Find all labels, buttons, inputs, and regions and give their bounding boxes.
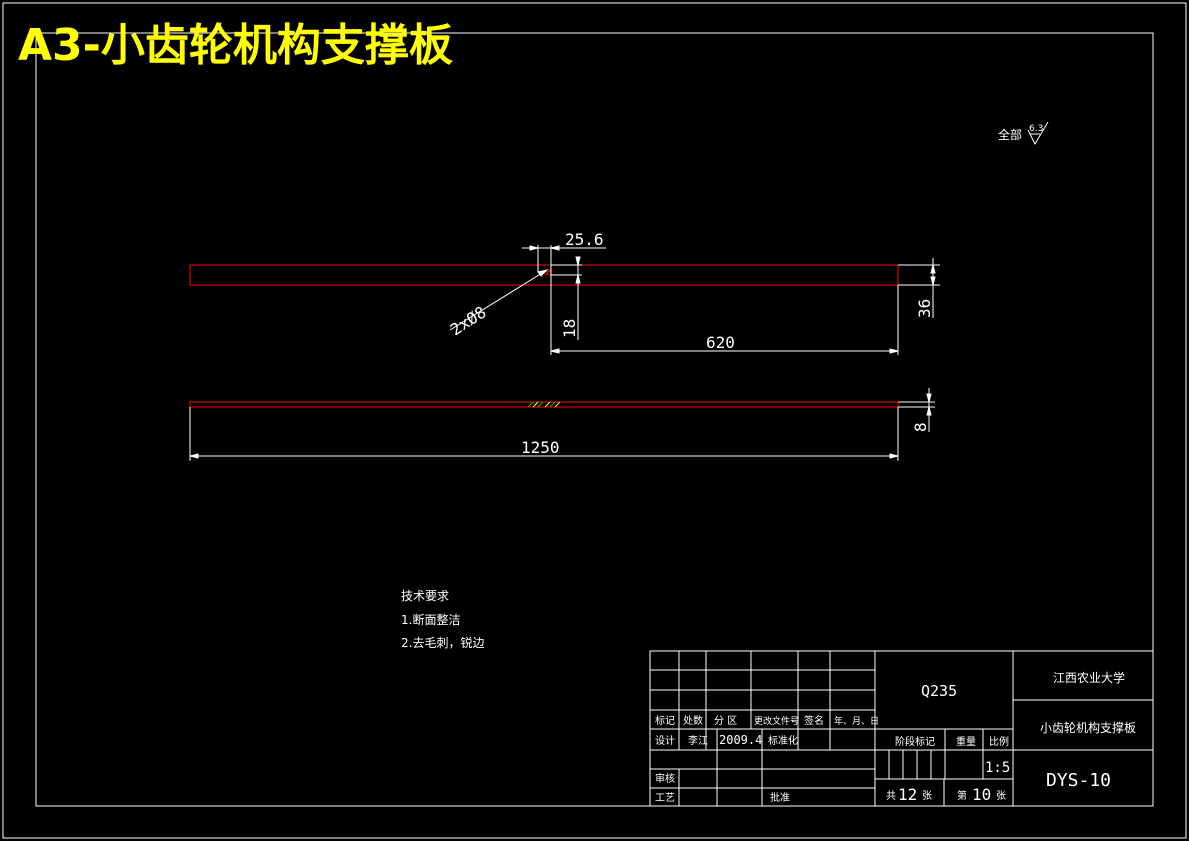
dimension-1250 — [189, 407, 899, 461]
front-view — [189, 264, 899, 286]
dim-36-text: 36 — [915, 299, 934, 318]
tb-approve-label: 批准 — [770, 791, 790, 804]
tech-req-item-1: 1.断面整洁 — [401, 612, 460, 627]
plate-outline-front — [189, 264, 899, 286]
tb-scale-value: 1:5 — [985, 760, 1010, 776]
tb-school: 江西农业大学 — [1053, 670, 1125, 685]
tb-designer: 李江 — [688, 734, 708, 747]
tb-sheet-prefix: 第 — [957, 789, 967, 802]
tb-standardize-label: 标准化 — [768, 734, 798, 747]
tech-req-heading: 技术要求 — [401, 589, 449, 603]
drawing-title: A3-小齿轮机构支撑板 — [18, 20, 453, 71]
tb-process-label: 工艺 — [655, 792, 675, 804]
technical-requirements: 技术要求 1.断面整洁 2.去毛刺，锐边 — [401, 589, 484, 650]
plate-outline-top — [189, 401, 899, 408]
tb-review-label: 审核 — [655, 772, 675, 785]
title-block — [649, 650, 1154, 807]
dim-620-text: 620 — [706, 333, 735, 352]
dim-hole-text: 2xØ8 — [447, 302, 490, 339]
dimension-25-6 — [522, 245, 606, 272]
tb-drawing-no: DYS-10 — [1046, 770, 1111, 791]
dimension-8 — [898, 388, 935, 432]
tb-material: Q235 — [921, 682, 957, 700]
tb-sheet-suffix: 张 — [996, 790, 1006, 802]
tb-design-label: 设计 — [655, 734, 675, 747]
title-block-text: 标记 处数 分 区 更改文件号 签名 年、月、日 设计 李江 2009.4 标准… — [655, 670, 1136, 804]
roughness-value: 6.3 — [1029, 124, 1043, 134]
tb-total-suffix: 张 — [922, 790, 932, 802]
roughness-icon — [1027, 121, 1049, 146]
dim-8-text: 8 — [911, 422, 930, 432]
tb-total-prefix: 共 — [886, 790, 896, 802]
dim-18-text: 18 — [560, 319, 579, 338]
tb-header-sign: 签名 — [804, 714, 824, 727]
roughness-label: 全部 — [998, 127, 1022, 142]
tb-header-count: 处数 — [683, 714, 703, 727]
dim-1250-text: 1250 — [521, 438, 560, 457]
tb-header-mark: 标记 — [655, 715, 675, 727]
tb-header-change-doc: 更改文件号 — [754, 715, 799, 727]
tb-sheet-no: 10 — [972, 785, 991, 804]
dimension-620 — [550, 285, 899, 355]
tb-header-date: 年、月、日 — [834, 715, 879, 727]
hole-section-hatch — [527, 401, 561, 408]
dim-25-6-text: 25.6 — [565, 230, 604, 249]
tb-weight-label: 重量 — [956, 735, 976, 748]
top-view — [189, 401, 899, 408]
inner-frame — [35, 32, 1154, 807]
tb-header-zone: 分 区 — [714, 715, 737, 727]
tb-scale-label: 比例 — [989, 735, 1009, 748]
hole-centerline — [544, 268, 552, 276]
hole-leader — [449, 269, 549, 331]
tb-stage-label: 阶段标记 — [895, 735, 935, 748]
tech-req-item-2: 2.去毛刺，锐边 — [401, 636, 484, 650]
tb-part-name: 小齿轮机构支撑板 — [1040, 720, 1136, 735]
tb-total-sheets: 12 — [898, 785, 917, 804]
dimension-18 — [550, 256, 582, 355]
dimension-36 — [898, 258, 940, 318]
tb-design-date: 2009.4 — [719, 733, 762, 747]
